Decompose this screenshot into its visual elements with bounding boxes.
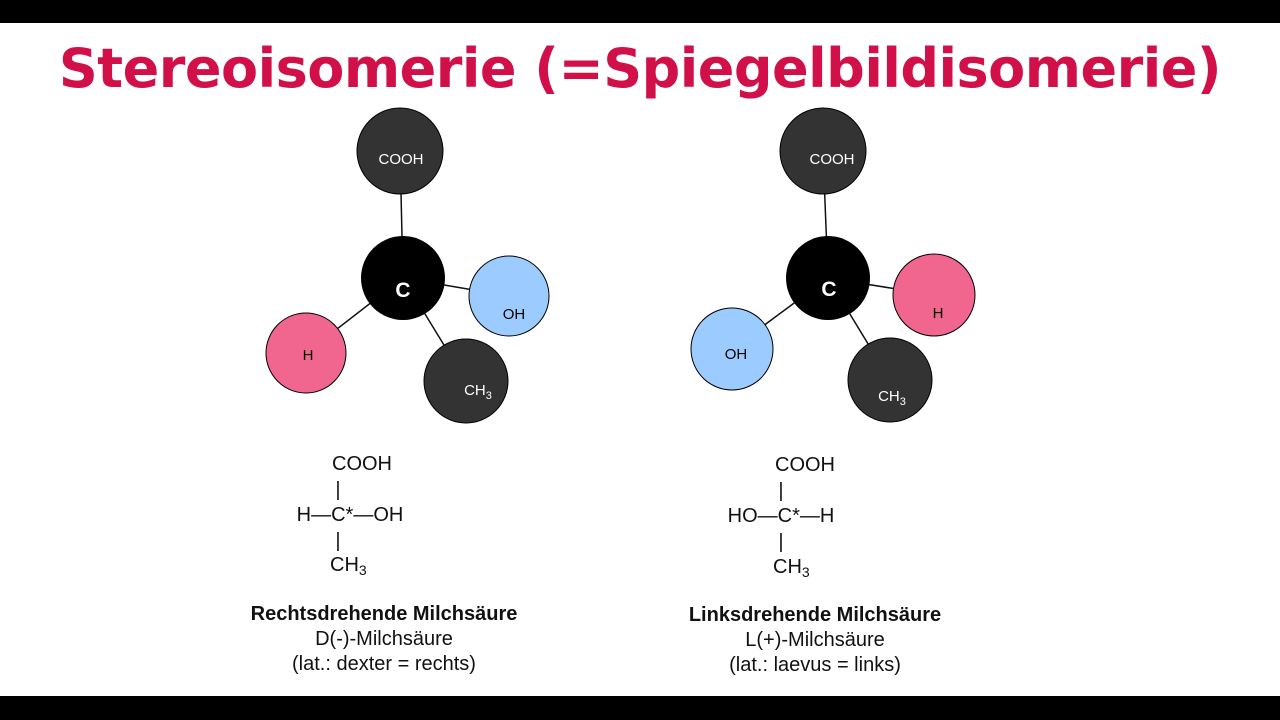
right-molecule-model: COOH H OH CH3 C xyxy=(690,107,976,423)
right-atom-h: H xyxy=(892,253,976,337)
left-formula-bond-bottom: | xyxy=(335,530,340,552)
left-caption-short: D(-)-Milchsäure xyxy=(315,628,453,650)
right-formula-top: COOH xyxy=(775,454,835,476)
right-atom-oh-label: OH xyxy=(725,346,748,363)
left-molecule-model: COOH OH H CH3 C xyxy=(265,107,550,424)
left-caption-latin: (lat.: dexter = rechts) xyxy=(292,653,476,675)
left-formula-bond-top: | xyxy=(335,479,340,501)
right-formula-bond-bottom: | xyxy=(778,531,783,553)
right-atom-cooh: COOH xyxy=(779,107,867,195)
left-formula-middle: H—C*—OH xyxy=(297,504,404,526)
right-caption-short: L(+)-Milchsäure xyxy=(745,629,885,651)
right-atom-ch3-label: CH3 xyxy=(878,388,906,408)
left-atom-carbon-label: C xyxy=(395,279,410,302)
right-caption-name: Linksdrehende Milchsäure xyxy=(688,604,942,626)
slide: Stereoisomerie (=Spiegelbildisomerie) CO… xyxy=(0,23,1280,696)
left-formula-bottom: CH3 xyxy=(330,554,367,578)
left-caption-name: Rechtsdrehende Milchsäure xyxy=(250,603,518,625)
right-atom-cooh-label: COOH xyxy=(810,151,855,168)
left-atom-oh: OH xyxy=(468,255,550,337)
left-atom-oh-label: OH xyxy=(503,306,526,323)
molecule-diagram: COOH OH H CH3 C xyxy=(265,107,976,580)
right-atom-carbon-label: C xyxy=(821,278,836,301)
right-caption: Linksdrehende Milchsäure L(+)-Milchsäure… xyxy=(635,603,995,678)
left-caption: Rechtsdrehende Milchsäure D(-)-Milchsäur… xyxy=(204,602,564,677)
left-structural-formula: COOH | H—C*—OH | CH3 xyxy=(297,453,404,578)
right-atom-oh: OH xyxy=(690,307,774,391)
right-formula-bottom: CH3 xyxy=(773,556,810,580)
right-atom-h-label: H xyxy=(933,305,944,322)
right-atom-ch3: CH3 xyxy=(847,337,933,423)
left-atom-cooh: COOH xyxy=(356,107,444,195)
left-atom-cooh-label: COOH xyxy=(379,151,424,168)
right-structural-formula: COOH | HO—C*—H | CH3 xyxy=(728,454,835,580)
left-atom-carbon: C xyxy=(361,236,445,320)
left-formula-top: COOH xyxy=(332,453,392,475)
right-formula-bond-top: | xyxy=(778,480,783,502)
right-caption-latin: (lat.: laevus = links) xyxy=(729,654,901,676)
right-formula-middle: HO—C*—H xyxy=(728,505,835,527)
slide-title: Stereoisomerie (=Spiegelbildisomerie) xyxy=(58,37,1222,100)
left-atom-h-label: H xyxy=(303,347,314,364)
left-atom-ch3: CH3 xyxy=(423,338,509,424)
right-atom-carbon: C xyxy=(786,236,870,320)
left-atom-ch3-label: CH3 xyxy=(464,382,492,402)
left-atom-h: H xyxy=(265,312,347,394)
